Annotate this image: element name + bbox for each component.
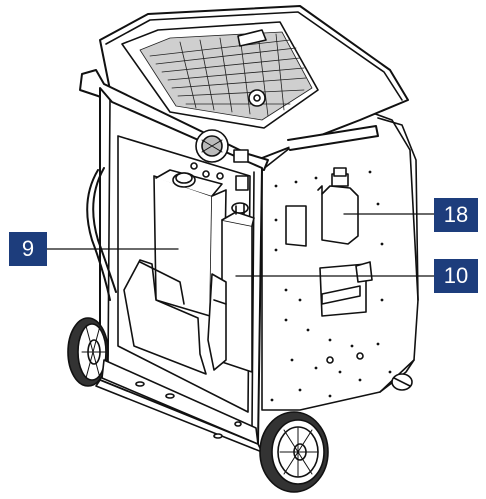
- tank-cradles: [123, 259, 227, 375]
- control-area: [190, 129, 249, 191]
- base-plate: [101, 359, 259, 445]
- right-wheel: [259, 411, 329, 493]
- side-panel: [261, 111, 419, 411]
- callout-18: 18: [434, 198, 478, 232]
- tank-10: [221, 202, 255, 373]
- callout-10: 10: [434, 259, 478, 293]
- left-wheel: [67, 317, 109, 387]
- bottle-18: [317, 167, 359, 245]
- callout-9: 9: [9, 232, 47, 266]
- top-grille: [139, 31, 313, 121]
- leader-lines: [46, 213, 435, 277]
- rear-caster: [391, 373, 413, 391]
- side-details: [270, 170, 392, 402]
- hose: [86, 167, 117, 301]
